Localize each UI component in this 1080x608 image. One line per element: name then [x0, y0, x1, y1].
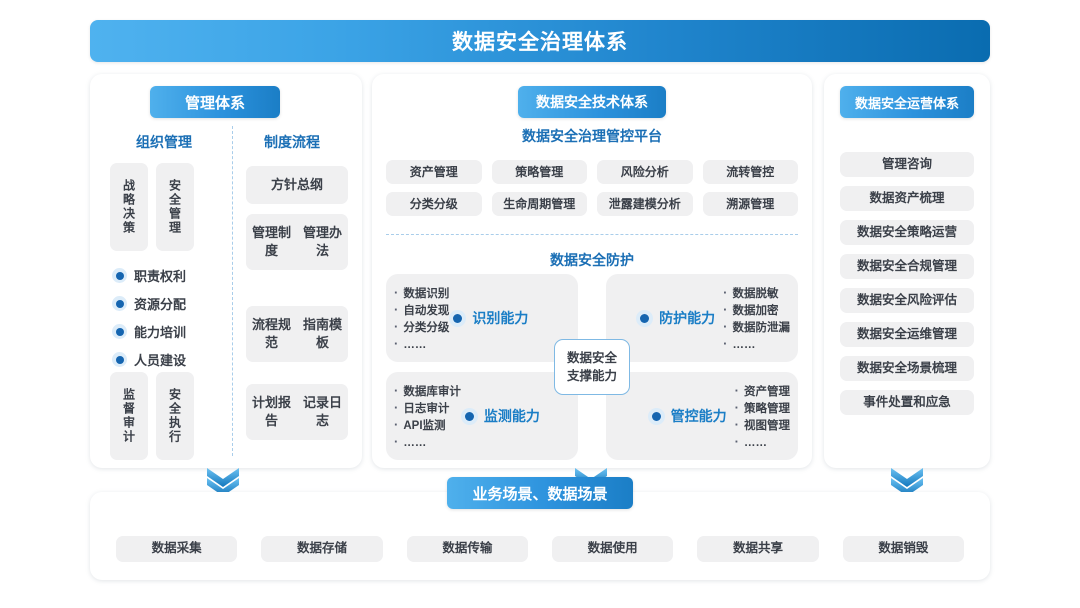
quadrant-item-list: 资产管理 策略管理 视图管理 ……: [735, 383, 790, 449]
management-badge: 管理体系: [150, 86, 280, 118]
list-item: 职责权利: [112, 264, 186, 287]
capability-protection: 防护能力: [636, 308, 715, 328]
quadrant-item-list: 数据识别 自动发现 分类分级 ……: [394, 285, 449, 351]
platform-item: 生命周期管理: [491, 192, 587, 216]
org-management-heading: 组织管理: [136, 134, 192, 150]
operations-item: 数据安全策略运营: [840, 220, 974, 245]
dot-label: 人员建设: [134, 353, 187, 368]
quadrant-item: ……: [394, 336, 449, 351]
vbox-security-management: 安全管理: [156, 163, 194, 251]
quadrant-identification: 数据识别 自动发现 分类分级 …… 识别能力: [386, 274, 578, 362]
quadrant-item: 分类分级: [394, 319, 449, 335]
vbox-supervision-audit: 监督审计: [110, 372, 148, 460]
bullet-dot-icon: [647, 407, 665, 425]
bullet-dot-icon: [112, 296, 127, 311]
scenarios-badge: 业务场景、数据场景: [447, 477, 633, 509]
quadrant-item: 自动发现: [394, 302, 449, 318]
operations-item: 数据安全场景梳理: [840, 356, 974, 381]
technology-panel: 数据安全技术体系 数据安全治理管控平台 资产管理 策略管理 风险分析 流转管控 …: [372, 74, 812, 468]
page-title: 数据安全治理体系: [452, 31, 628, 54]
scenario-item: 数据使用: [552, 536, 674, 562]
operations-panel: 数据安全运营体系 管理咨询 数据资产梳理 数据安全策略运营 数据安全合规管理 数…: [824, 74, 990, 468]
scenario-item: 数据采集: [116, 536, 238, 562]
operations-item: 管理咨询: [840, 152, 974, 177]
process-heading: 制度流程: [264, 134, 320, 150]
horizontal-divider: [386, 234, 798, 235]
quadrant-item: API监测: [394, 417, 461, 433]
support-capability-badge: 数据安全支撑能力: [554, 339, 630, 395]
capability-label: 监测能力: [483, 408, 540, 424]
platform-item: 策略管理: [491, 160, 587, 184]
operations-badge: 数据安全运营体系: [840, 86, 974, 118]
management-panel: 管理体系 组织管理 制度流程 战略决策 安全管理 监督审计 安全执行 职责权利 …: [90, 74, 362, 468]
quadrant-item: 视图管理: [735, 417, 790, 433]
page-header: 数据安全治理体系: [90, 20, 990, 62]
quadrant-item-list: 数据库审计 日志审计 API监测 ……: [394, 383, 461, 449]
quadrant-item: 数据防泄漏: [723, 319, 791, 335]
bullet-dot-icon: [460, 407, 478, 425]
quadrant-item: 数据脱敏: [723, 285, 790, 301]
scenario-item: 数据销毁: [842, 536, 964, 562]
operations-item: 数据安全合规管理: [840, 254, 974, 279]
dot-label: 能力培训: [134, 325, 187, 340]
capability-identification: 识别能力: [449, 308, 528, 328]
list-item: 资源分配: [112, 292, 186, 315]
scenarios-panel: 业务场景、数据场景 数据采集 数据存储 数据传输 数据使用 数据共享 数据销毁: [90, 477, 990, 580]
quadrant-item: ……: [394, 434, 461, 449]
operations-item: 数据安全风险评估: [840, 288, 974, 313]
vbox-security-execution: 安全执行: [156, 372, 194, 460]
vertical-divider: [232, 126, 233, 456]
dot-label: 资源分配: [134, 297, 187, 312]
quadrant-item: 策略管理: [735, 400, 790, 416]
bullet-dot-icon: [112, 352, 127, 367]
platform-item: 分类分级: [386, 192, 482, 216]
platform-item: 风险分析: [597, 160, 693, 184]
quadrant-item: 数据库审计: [394, 383, 461, 399]
vbox-strategy-decision: 战略决策: [110, 163, 148, 251]
bullet-dot-icon: [449, 309, 467, 327]
capability-label: 防护能力: [659, 310, 716, 326]
process-item: 方针总纲: [246, 166, 348, 204]
operations-item-list: 管理咨询 数据资产梳理 数据安全策略运营 数据安全合规管理 数据安全风险评估 数…: [840, 152, 974, 415]
quadrant-item: ……: [723, 336, 790, 351]
bullet-dot-icon: [636, 309, 654, 327]
quadrant-item: 资产管理: [735, 383, 790, 399]
scenario-item: 数据传输: [406, 536, 528, 562]
quadrant-control: 管控能力 资产管理 策略管理 视图管理 ……: [606, 372, 798, 460]
process-item: 计划报告记录日志: [246, 384, 348, 440]
quadrant-item: 数据识别: [394, 285, 449, 301]
capability-control: 管控能力: [647, 406, 727, 426]
platform-item: 溯源管理: [702, 192, 798, 216]
scenario-item-list: 数据采集 数据存储 数据传输 数据使用 数据共享 数据销毁: [116, 536, 964, 562]
platform-item: 流转管控: [702, 160, 798, 184]
dot-label: 职责权利: [134, 269, 187, 284]
platform-heading: 数据安全治理管控平台: [522, 128, 662, 144]
process-item: 管理制度管理办法: [246, 214, 348, 270]
scenario-item: 数据共享: [697, 536, 819, 562]
capability-monitoring: 监测能力: [460, 406, 540, 426]
platform-item: 泄露建模分析: [597, 192, 693, 216]
bullet-dot-icon: [112, 324, 127, 339]
platform-item: 资产管理: [386, 160, 482, 184]
process-item: 流程规范指南模板: [246, 306, 348, 362]
quadrant-protection: 防护能力 数据脱敏 数据加密 数据防泄漏 ……: [606, 274, 798, 362]
protection-heading: 数据安全防护: [550, 252, 634, 268]
operations-item: 数据资产梳理: [840, 186, 974, 211]
quadrant-monitoring: 数据库审计 日志审计 API监测 …… 监测能力: [386, 372, 578, 460]
list-item: 能力培训: [112, 320, 186, 343]
technology-badge: 数据安全技术体系: [518, 86, 666, 118]
platform-item-grid: 资产管理 策略管理 风险分析 流转管控 分类分级 生命周期管理 泄露建模分析 溯…: [386, 160, 798, 216]
bullet-dot-icon: [112, 268, 127, 283]
quadrant-item: ……: [735, 434, 790, 449]
scenario-item: 数据存储: [261, 536, 383, 562]
quadrant-item: 数据加密: [723, 302, 790, 318]
capability-label: 管控能力: [670, 408, 727, 424]
operations-item: 事件处置和应急: [840, 390, 974, 415]
org-dot-list: 职责权利 资源分配 能力培训 人员建设: [112, 264, 186, 371]
list-item: 人员建设: [112, 348, 186, 371]
quadrant-item-list: 数据脱敏 数据加密 数据防泄漏 ……: [723, 285, 791, 351]
quadrant-item: 日志审计: [394, 400, 461, 416]
capability-label: 识别能力: [472, 310, 529, 326]
operations-item: 数据安全运维管理: [840, 322, 974, 347]
